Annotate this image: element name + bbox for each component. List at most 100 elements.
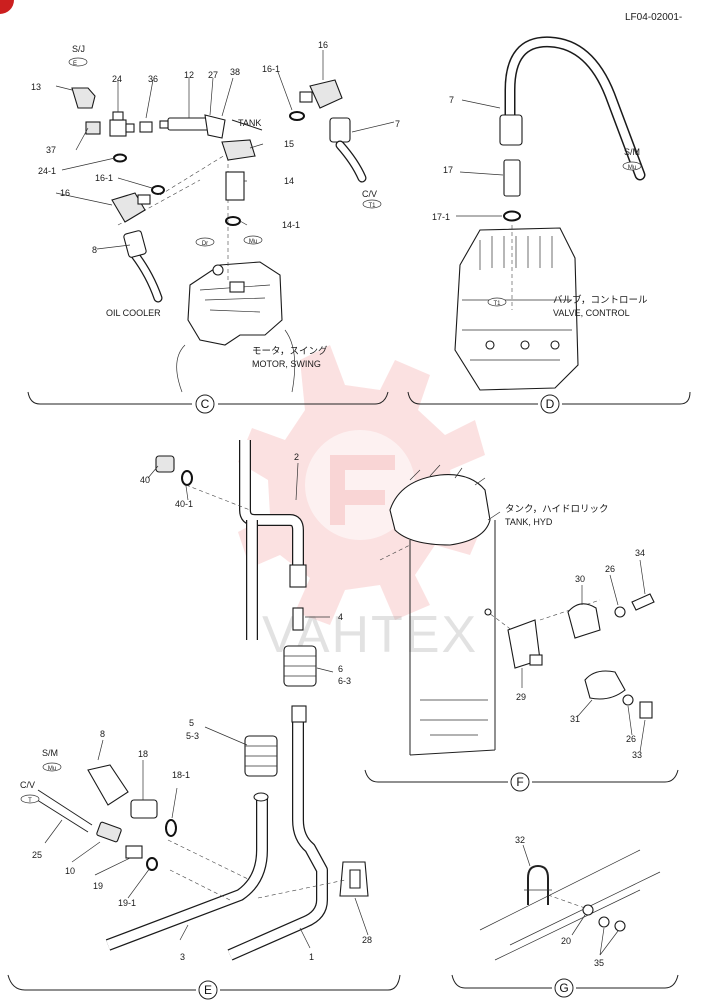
label-tank: TANK xyxy=(238,118,261,128)
elbow-16-upper xyxy=(309,79,343,109)
part-26-upper: 26 xyxy=(605,564,615,574)
motor-swing-body xyxy=(187,261,283,346)
part-10: 10 xyxy=(65,866,75,876)
fitting-4 xyxy=(292,607,304,631)
bolt-34 xyxy=(631,593,655,611)
tee-24 xyxy=(109,119,127,137)
section-e-labels: 2 40 40-1 4 6 6-3 5 5-3 8 S/M Mu 18 18-1… xyxy=(20,452,372,997)
tag-t1-c: T1 xyxy=(368,203,376,209)
part-2: 2 xyxy=(294,452,299,462)
part-20: 20 xyxy=(561,936,571,946)
part-29: 29 xyxy=(516,692,526,702)
label-tank-en: TANK, HYD xyxy=(505,517,553,527)
hose-fitting-8 xyxy=(123,230,147,258)
nut-35-a xyxy=(598,916,610,928)
plug-40 xyxy=(155,455,175,473)
part-16-lower: 16 xyxy=(60,188,70,198)
section-e-marker: E xyxy=(204,983,212,997)
tag-t-e: T xyxy=(28,798,32,804)
part-24: 24 xyxy=(112,74,122,84)
label-motor-en: MOTOR, SWING xyxy=(252,359,321,369)
bolt-33 xyxy=(639,701,653,719)
u-bolt-32 xyxy=(527,864,549,905)
part-35: 35 xyxy=(594,958,604,968)
tag-dr: Dr xyxy=(202,241,208,247)
part-7-d: 7 xyxy=(449,95,454,105)
adapter-17 xyxy=(503,159,521,197)
document-code: LF04-02001- xyxy=(625,12,682,23)
hose-fitting-8-e xyxy=(87,764,129,806)
label-oil-cooler: OIL COOLER xyxy=(106,308,161,318)
part-16-1-upper: 16-1 xyxy=(262,64,280,74)
control-valve-body xyxy=(454,227,579,391)
adapter-18 xyxy=(130,799,158,819)
hose-fitting-7 xyxy=(329,117,351,143)
adapter-36 xyxy=(139,121,153,133)
connector-13 xyxy=(71,87,96,109)
tank-top-plate xyxy=(389,474,491,546)
label-cv-e: C/V xyxy=(20,780,35,790)
part-15: 15 xyxy=(284,139,294,149)
part-27: 27 xyxy=(208,70,218,80)
part-30: 30 xyxy=(575,574,585,584)
label-cv-c: C/V xyxy=(362,189,377,199)
part-4: 4 xyxy=(338,612,343,622)
label-tank-jp: タンク，ハイドロリック xyxy=(505,504,608,515)
part-34: 34 xyxy=(635,548,645,558)
clamp-31 xyxy=(584,670,626,700)
section-e xyxy=(7,440,401,1000)
hose-fitting-7-d xyxy=(499,114,523,146)
section-c xyxy=(27,50,395,414)
part-3: 3 xyxy=(180,952,185,962)
part-17-1: 17-1 xyxy=(432,212,450,222)
part-36: 36 xyxy=(148,74,158,84)
o-ring-19-1 xyxy=(146,857,158,871)
label-valve-jp: バルブ，コントロール xyxy=(553,294,648,306)
label-sm-e: S/M xyxy=(42,748,58,758)
section-d-labels: 7 S/M Mu 17 17-1 T1 バルブ，コントロール VALVE, CO… xyxy=(432,95,648,411)
clamp-30 xyxy=(567,603,601,639)
connector-19 xyxy=(125,845,143,859)
part-28: 28 xyxy=(362,935,372,945)
part-19-1: 19-1 xyxy=(118,898,136,908)
part-40-1: 40-1 xyxy=(175,499,193,509)
part-37: 37 xyxy=(46,145,56,155)
section-d xyxy=(407,36,691,414)
o-ring-16-1-upper xyxy=(289,111,305,121)
tag-t1-d: T1 xyxy=(493,301,501,307)
section-g-labels: 32 20 35 G xyxy=(515,835,604,995)
part-14: 14 xyxy=(284,176,294,186)
part-33: 33 xyxy=(632,750,642,760)
part-24-1: 24-1 xyxy=(38,166,56,176)
part-6: 6 xyxy=(338,664,343,674)
tag-mu-d: Mu xyxy=(628,165,636,171)
section-f-marker: F xyxy=(516,775,523,789)
nut-10 xyxy=(96,821,122,843)
part-16-1-lower: 16-1 xyxy=(95,173,113,183)
part-19: 19 xyxy=(93,881,103,891)
part-31: 31 xyxy=(570,714,580,724)
part-26-lower: 26 xyxy=(626,734,636,744)
nut-20 xyxy=(582,904,594,916)
part-18-1: 18-1 xyxy=(172,770,190,780)
o-ring-16-1 xyxy=(151,185,165,195)
washer-26-upper xyxy=(614,606,626,618)
tag-mu-c: Mu xyxy=(249,239,257,245)
elbow-16-lower xyxy=(111,192,146,223)
label-sm-d: S/M xyxy=(624,147,640,157)
label-valve-en: VALVE, CONTROL xyxy=(553,308,630,318)
part-1: 1 xyxy=(309,952,314,962)
section-c-marker: C xyxy=(201,397,210,411)
part-5: 5 xyxy=(189,718,194,728)
part-5-3: 5-3 xyxy=(186,731,199,741)
part-40: 40 xyxy=(140,475,150,485)
label-motor-jp: モータ，スイング xyxy=(252,345,328,357)
part-8-c: 8 xyxy=(92,245,97,255)
o-ring-40-1 xyxy=(181,470,193,486)
part-8-e: 8 xyxy=(100,729,105,739)
nipple-14 xyxy=(225,171,245,201)
section-g xyxy=(451,844,679,998)
valve-12 xyxy=(167,117,211,131)
o-ring-17-1 xyxy=(503,210,521,222)
